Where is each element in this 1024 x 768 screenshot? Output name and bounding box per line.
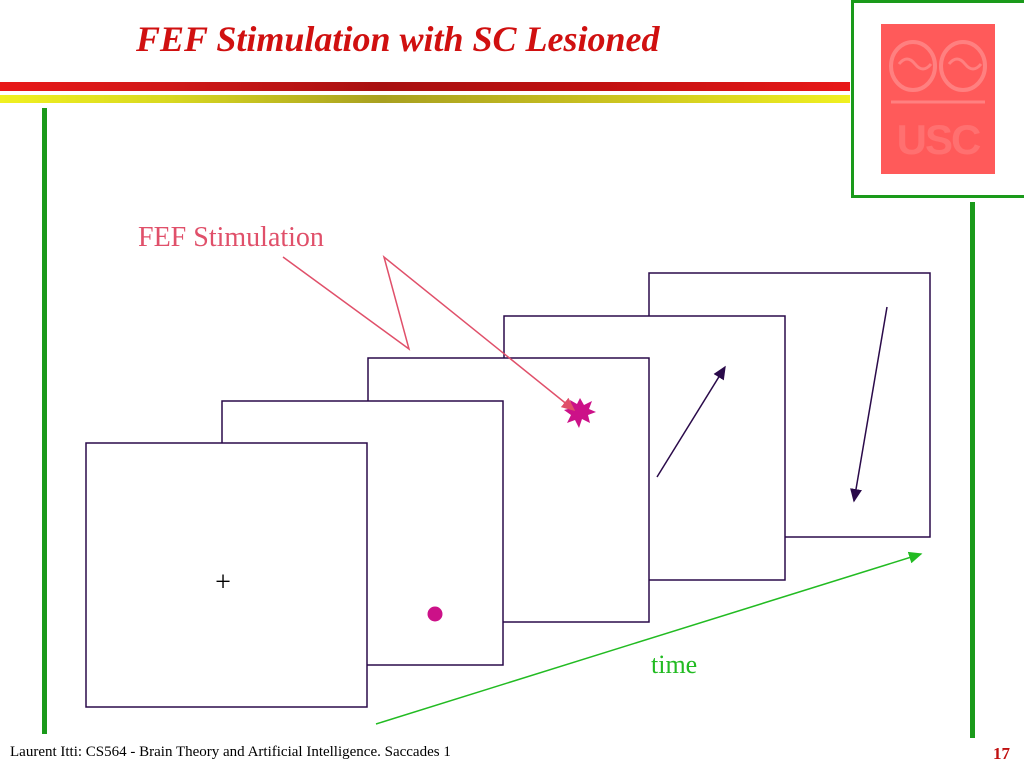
left-green-rule	[42, 108, 47, 734]
usc-brain-logo-icon: USC	[881, 24, 995, 174]
page-number: 17	[993, 744, 1010, 763]
slide-title: FEF Stimulation with SC Lesioned	[136, 19, 660, 59]
saccade-down-arrow	[850, 306, 888, 503]
time-label: time	[651, 650, 698, 679]
target-dot	[427, 606, 443, 622]
frame-1-fixation	[85, 442, 368, 708]
fixation-cross: +	[215, 567, 231, 598]
right-green-rule	[970, 202, 975, 738]
header-yellow-bar	[0, 95, 850, 103]
stimulation-lightning-arrow	[282, 254, 576, 411]
header-red-bar	[0, 82, 850, 91]
slide-footer: Laurent Itti: CS564 - Brain Theory and A…	[10, 744, 451, 760]
logo-text: USC	[896, 116, 982, 163]
saccade-up-arrow	[656, 365, 726, 478]
time-arrow	[375, 551, 923, 725]
fef-stimulation-label: FEF Stimulation	[138, 222, 324, 253]
logo-art	[889, 40, 987, 104]
logo-frame: USC	[851, 0, 1024, 198]
